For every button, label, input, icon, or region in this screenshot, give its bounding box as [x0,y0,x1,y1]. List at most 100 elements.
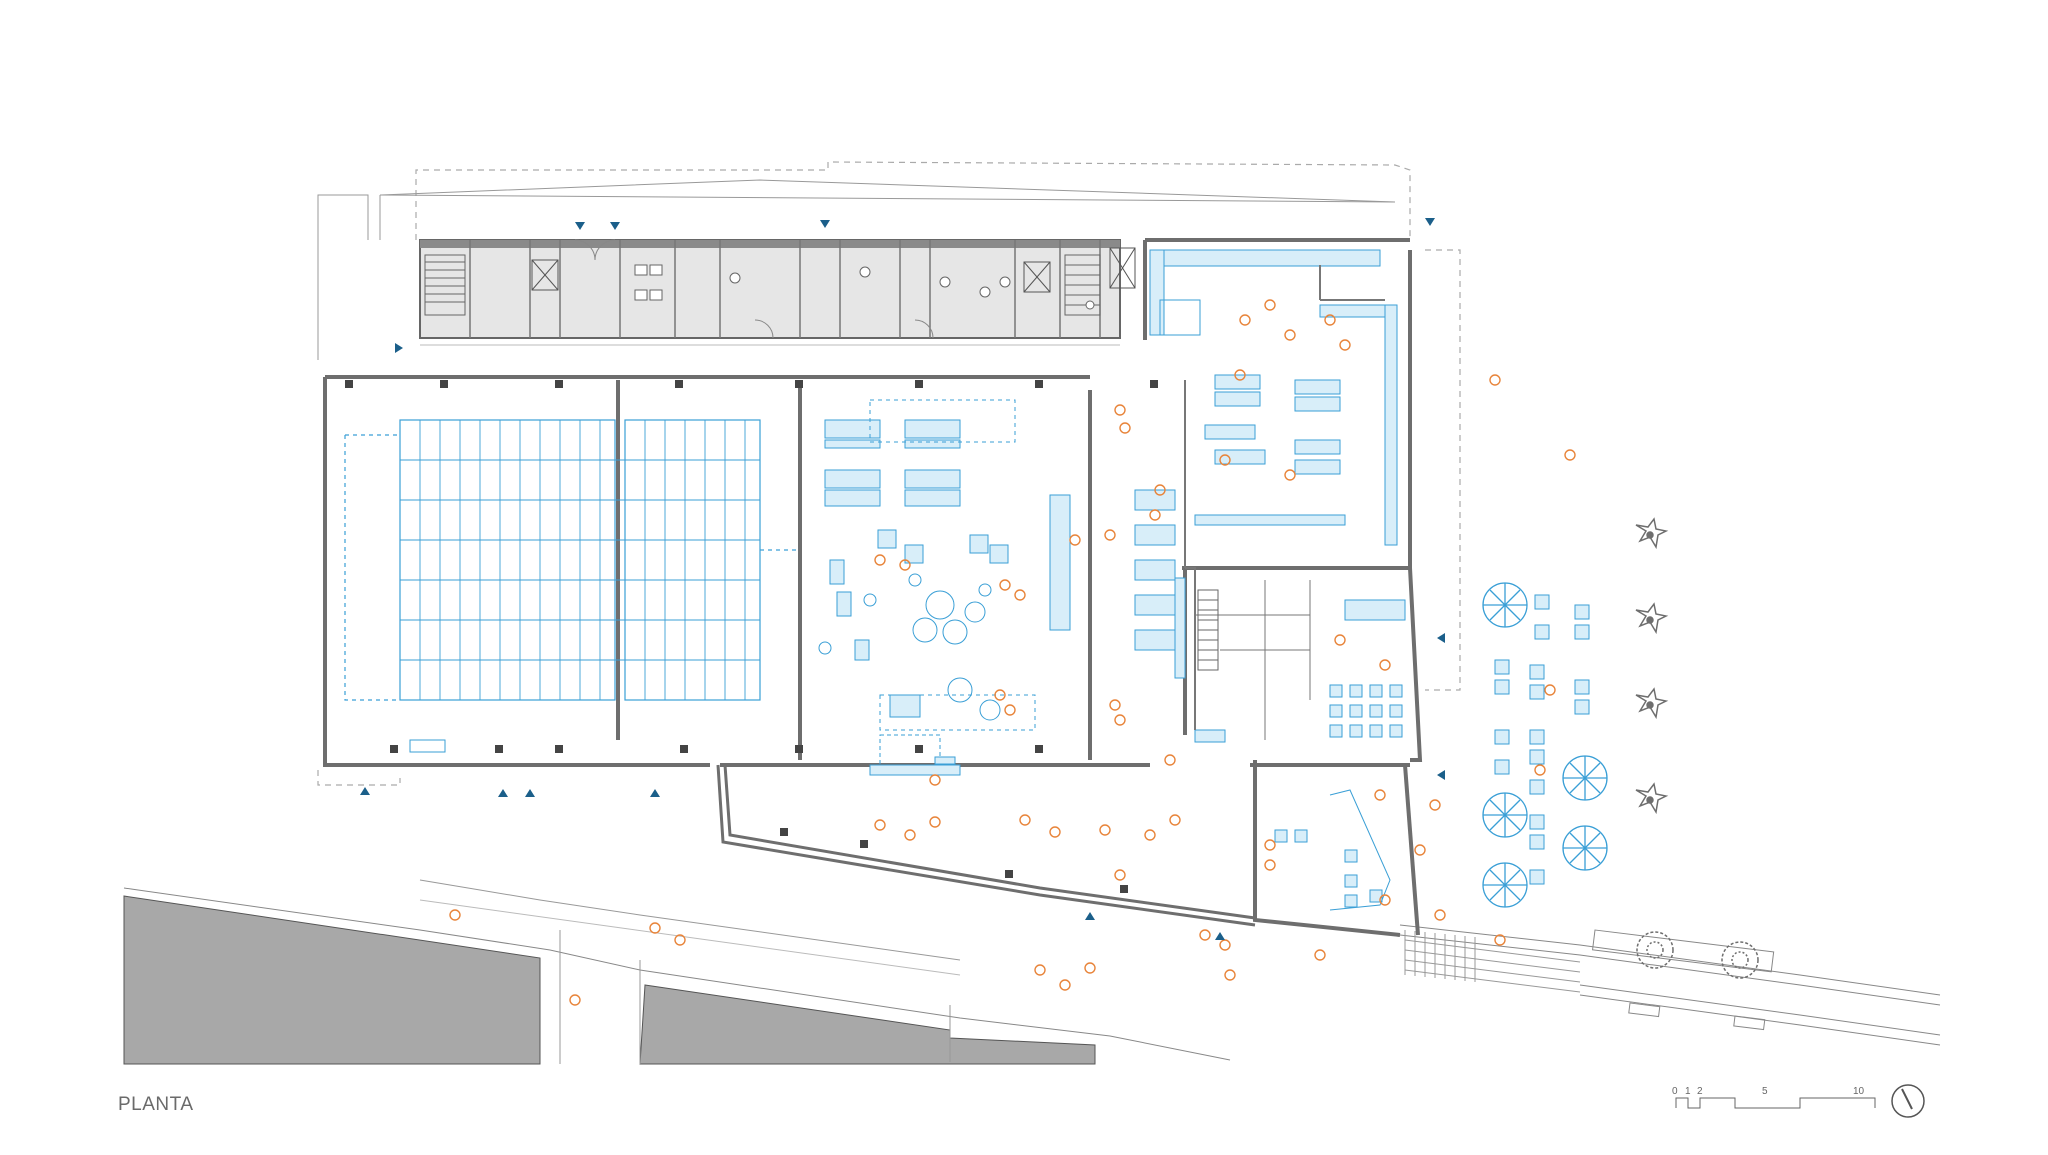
person-icon [1264,839,1276,851]
person-icon [1109,699,1121,711]
tree-icon [1636,931,1674,969]
person-icon [1004,704,1016,716]
exterior-ground [123,879,1231,1065]
entry-arrow-icon [820,220,830,228]
entry-arrow-icon [525,789,535,797]
person-icon [1564,449,1576,461]
person-icon [1144,829,1156,841]
tree-icon [1721,941,1759,979]
person-icon [1284,329,1296,341]
person-icon [1339,339,1351,351]
person-icon [994,689,1006,701]
entry-arrow-icon [360,787,370,795]
person-icon [999,579,1011,591]
entry-arrow-icon [610,222,620,230]
person-icon [1119,422,1131,434]
site-lines [317,179,1396,360]
person-icon [1429,799,1441,811]
person-icon [1224,969,1236,981]
person-icon [1264,299,1276,311]
entry-arrow-icon [1085,912,1095,920]
person-icon [1234,369,1246,381]
entry-arrow-icon [575,222,585,230]
person-icon [1334,634,1346,646]
person-icon [1239,314,1251,326]
person-icon [1284,469,1296,481]
person-icon [1114,404,1126,416]
person-icon [1219,454,1231,466]
person-icon [1049,826,1061,838]
person-icon [1014,589,1026,601]
person-icon [929,774,941,786]
terrace-tables [1494,594,1590,885]
scale-tick-label: 10 [1853,1086,1865,1097]
north-arrow-icon [1891,1084,1925,1118]
entry-arrow-icon [650,789,660,797]
scale-bar: 0 1 2 5 10 [1672,1086,1876,1109]
person-icon [1154,484,1166,496]
person-icon [1379,659,1391,671]
person-icon [1324,314,1336,326]
umbrellas [1482,582,1608,908]
reading-room [1134,249,1398,743]
person-icon [1314,949,1326,961]
entry-arrows [360,218,1445,940]
person-icon [1379,894,1391,906]
tree-icon [1635,602,1669,635]
person-icon [1164,754,1176,766]
person-icon [1169,814,1181,826]
drawing-title: PLANTA [118,1094,194,1115]
person-icon [1494,934,1506,946]
person-icon [1059,979,1071,991]
person-icon [1084,962,1096,974]
person-icon [1219,939,1231,951]
person-icon [1489,374,1501,386]
person-icon [1199,929,1211,941]
person-icon [1099,824,1111,836]
court-grid [344,419,800,753]
person-icon [904,829,916,841]
entry-arrow-icon [1437,633,1445,643]
cafe-tables [1274,599,1406,908]
trees [1635,517,1759,979]
person-icon [1534,764,1546,776]
exterior-walkway [1399,924,1941,1046]
person-icon [1104,529,1116,541]
entry-arrow-icon [498,789,508,797]
person-icon [1544,684,1556,696]
roof-outline [317,161,1461,786]
person-icon [1034,964,1046,976]
tree-icon [1635,517,1669,550]
person-icon [1264,859,1276,871]
people [449,299,1576,1006]
person-icon [1149,509,1161,521]
tree-icon [1635,782,1669,815]
person-icon [569,994,581,1006]
hall-dashed [869,399,1036,731]
person-icon [1374,789,1386,801]
person-icon [899,559,911,571]
scale-tick-label: 0 [1672,1086,1678,1097]
person-icon [1069,534,1081,546]
person-icon [674,934,686,946]
interior-stair [1197,589,1219,671]
kiosk [1329,789,1391,911]
entry-arrow-icon [1437,770,1445,780]
tree-icon [1635,687,1669,720]
service-strip [419,239,1136,339]
person-icon [874,554,886,566]
person-icon [1114,714,1126,726]
person-icon [874,819,886,831]
scale-tick-label: 2 [1697,1086,1703,1097]
hall-furniture [824,419,1071,776]
person-icon [449,909,461,921]
entry-arrow-icon [1425,218,1435,226]
walls [323,238,1423,937]
scale-tick-label: 5 [1762,1086,1768,1097]
person-icon [1414,844,1426,856]
reading-room-walls [1184,265,1385,740]
scale-tick-label: 1 [1685,1086,1691,1097]
person-icon [1114,869,1126,881]
person-icon [929,816,941,828]
